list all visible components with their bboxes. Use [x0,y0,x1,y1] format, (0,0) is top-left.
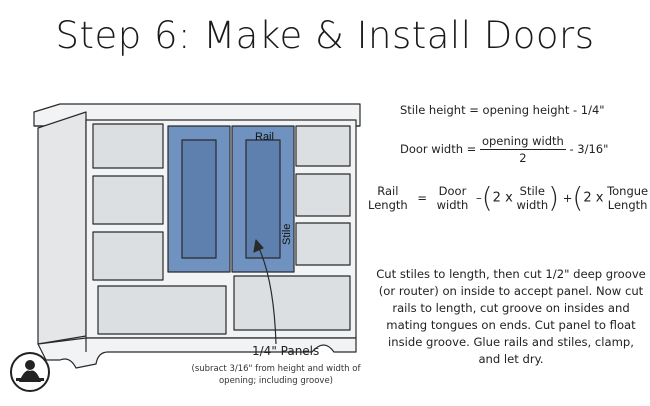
drawer-right-3 [295,222,351,266]
door-width-rest: - 3/16" [569,142,609,156]
door-term-bottom: width [436,198,469,212]
drawer-left-2 [92,175,164,225]
panels-label: 1/4" Panels [252,344,320,358]
two-x-1: 2 x [492,190,513,206]
door-left-panel [181,139,217,259]
rail-length-equals: = [417,191,427,205]
door-width-fraction: opening width 2 [479,134,566,165]
two-x-2: 2 x [583,190,604,206]
door-width-lhs: Door width = [400,142,477,156]
paren-close-2: ) [648,181,650,214]
stile-label: Stile [281,224,293,245]
drawer-bottom-right [233,275,351,331]
plus-sign: + [562,191,573,205]
minus-sign: – [475,191,482,205]
paren-close-1: ) [548,181,560,214]
cabinet-left-side [37,111,87,345]
rail-length-bottom: Length [368,198,408,212]
drawer-right-2 [295,173,351,217]
door-right-panel [245,139,281,259]
drawer-right-1 [295,125,351,167]
tongue-term-bottom: Length [607,198,648,212]
drawer-bottom-left [97,285,227,335]
door-term-top: Door [438,184,467,198]
drawer-left-3 [92,231,164,281]
logo-badge [10,352,50,392]
panels-note: (subract 3/16" from height and width of … [191,364,361,386]
paren-open-2: ( [572,181,584,214]
instructions-text: Cut stiles to length, then cut 1/2" deep… [376,267,646,366]
cabinet-base [37,337,357,369]
stile-height-formula: Stile height = opening height - 1/4" [400,103,605,117]
door-width-formula: Door width = opening width 2 - 3/16" [400,134,608,165]
rail-label: Rail [255,131,274,143]
door-width-numerator: opening width [479,134,566,150]
paren-open-1: ( [481,181,493,214]
rail-length-top: Rail [377,184,399,198]
drawer-left-1 [92,123,164,169]
tongue-term-top: Tongue [607,184,649,198]
arrow-head [253,239,264,253]
stile-term-bottom: width [516,198,549,212]
panel-pointer-arrow [257,245,277,345]
page-title: Step 6: Make & Install Doors [55,14,595,57]
stile-term-top: Stile [519,184,545,198]
door-width-denominator: 2 [519,151,527,165]
